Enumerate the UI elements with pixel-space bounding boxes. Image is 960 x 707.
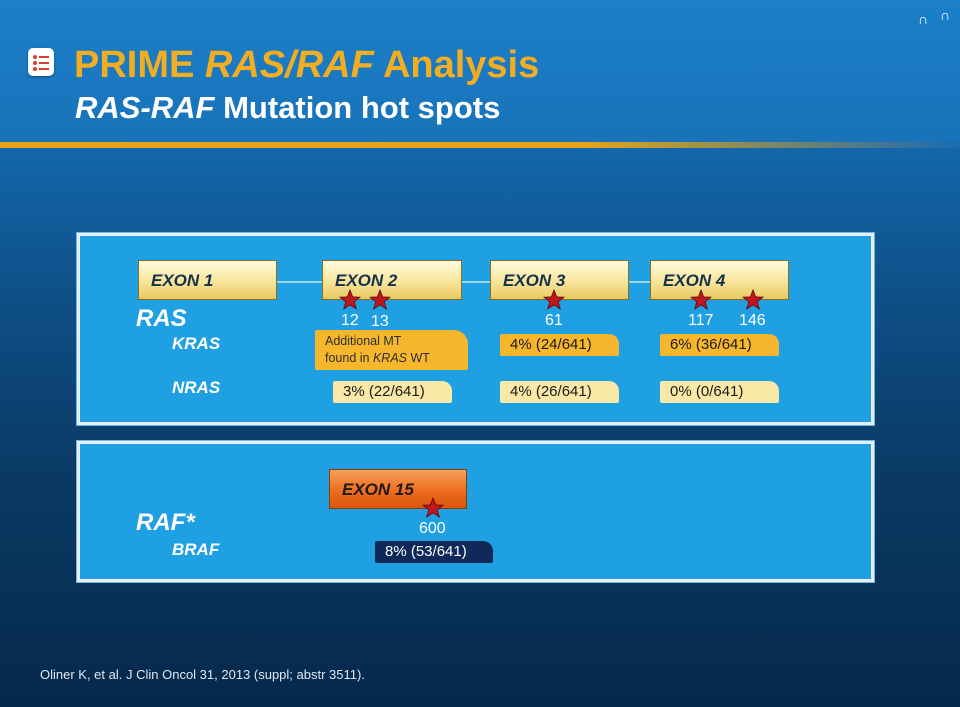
exon-connector	[277, 281, 325, 283]
exon-1-box: EXON 1	[138, 260, 277, 300]
mutation-star-icon	[543, 289, 565, 310]
exon-4-box: EXON 4	[650, 260, 789, 300]
nras-exon4-value: 0% (0/641)	[660, 381, 779, 403]
braf-value: 8% (53/641)	[375, 541, 493, 563]
kras-exon4-value: 6% (36/641)	[660, 334, 779, 356]
exon-15-box: EXON 15	[329, 469, 467, 509]
codon-label: 600	[419, 520, 446, 537]
kras-exon3-value: 4% (24/641)	[500, 334, 619, 356]
codon-label: 61	[545, 312, 563, 329]
raf-label: RAF*	[136, 509, 195, 536]
menu-list-icon[interactable]	[28, 48, 54, 76]
page-title: PRIME RAS/RAF Analysis	[74, 44, 540, 86]
citation: Oliner K, et al. J Clin Oncol 31, 2013 (…	[40, 667, 365, 682]
kras-label: KRAS	[172, 334, 221, 353]
mutation-star-icon	[742, 289, 764, 310]
nras-exon3-value: 4% (26/641)	[500, 381, 619, 403]
kras-note: Additional MT found in KRAS WT	[315, 330, 468, 370]
nav-back-icon[interactable]: ∩	[917, 11, 929, 27]
codon-label: 117	[688, 312, 714, 329]
ras-label: RAS	[136, 305, 187, 332]
mutation-star-icon	[422, 497, 444, 518]
exon-3-box: EXON 3	[490, 260, 629, 300]
mutation-star-icon	[690, 289, 712, 310]
page-subtitle: RAS-RAF Mutation hot spots	[75, 90, 501, 125]
codon-label: 13	[371, 313, 389, 330]
codon-label: 12	[341, 312, 359, 329]
codon-label: 146	[739, 312, 766, 329]
nav-forward-icon[interactable]: ∩	[939, 7, 951, 23]
nras-label: NRAS	[172, 378, 221, 397]
title-divider	[0, 142, 960, 148]
exon-2-box: EXON 2	[322, 260, 462, 300]
nras-exon2-value: 3% (22/641)	[333, 381, 452, 403]
title-band	[0, 0, 960, 148]
exon-connector	[462, 281, 492, 283]
exon-connector	[629, 281, 652, 283]
mutation-star-icon	[369, 289, 391, 310]
mutation-star-icon	[339, 289, 361, 310]
braf-label: BRAF	[172, 540, 220, 559]
